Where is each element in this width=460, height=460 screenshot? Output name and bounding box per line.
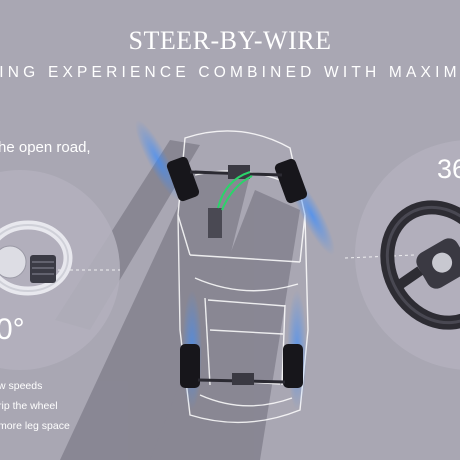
left-note-2: rip the wheel bbox=[0, 400, 58, 412]
steering-mechanism bbox=[189, 165, 286, 385]
steer-wire bbox=[217, 171, 253, 211]
steering-wheel-right-icon bbox=[380, 200, 460, 330]
left-panel-angle: 0° bbox=[0, 313, 25, 346]
front-left-wheel bbox=[166, 156, 200, 202]
steering-wheel-left-icon bbox=[0, 220, 73, 296]
front-right-wheel bbox=[274, 158, 308, 204]
page-title: STEER-BY-WIRE bbox=[128, 26, 332, 55]
left-note-3: more leg space bbox=[0, 420, 70, 432]
rear-left-wheel bbox=[180, 344, 200, 388]
wheels bbox=[166, 156, 308, 388]
left-panel-text: he open road, bbox=[0, 139, 91, 156]
page-subtitle: ING EXPERIENCE COMBINED WITH MAXIM bbox=[0, 64, 460, 81]
right-angle-dial bbox=[344, 140, 460, 370]
rear-right-wheel bbox=[283, 344, 303, 388]
right-panel-angle: 36 bbox=[437, 154, 460, 184]
left-note-1: w speeds bbox=[0, 380, 43, 392]
